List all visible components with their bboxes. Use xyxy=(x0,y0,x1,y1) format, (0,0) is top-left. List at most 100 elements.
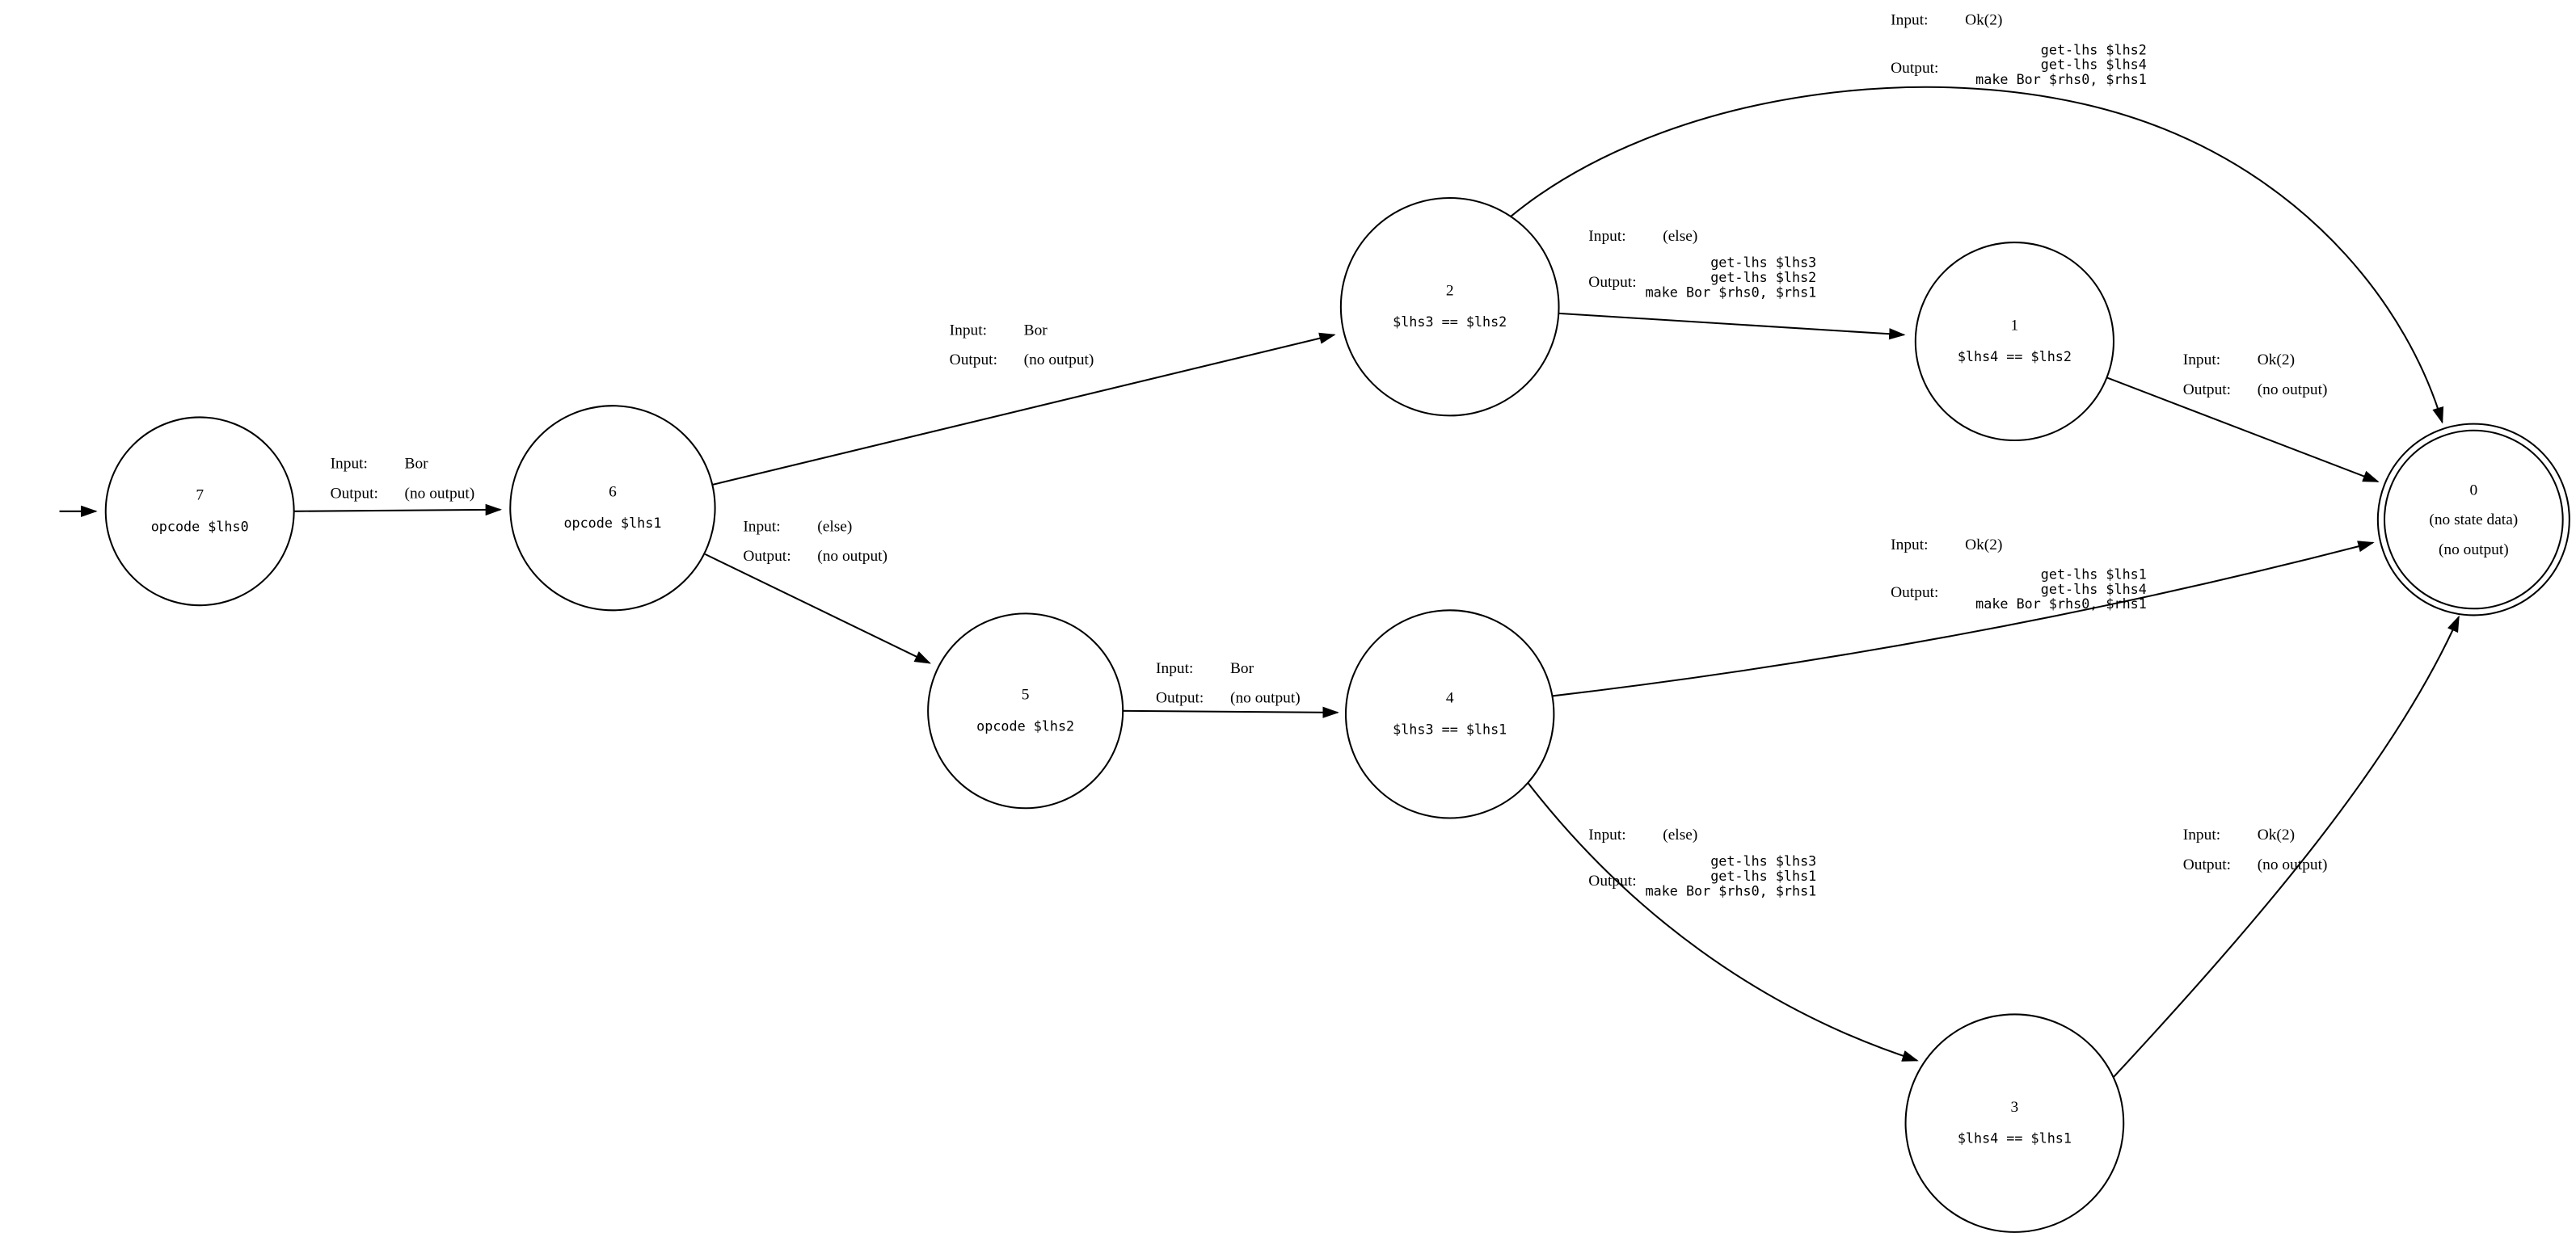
edge-2-0-output-line1: get-lhs $lhs2 xyxy=(2041,41,2147,57)
state-6-id: 6 xyxy=(609,483,617,500)
edge-2-0-input-value: Ok(2) xyxy=(1965,12,2002,29)
state-7-data: opcode $lhs0 xyxy=(151,518,249,534)
edge-2-0-output-label: Output: xyxy=(1891,60,1938,77)
edge-label-6-5: Input: (else) Output: (no output) xyxy=(743,518,887,565)
state-6-data: opcode $lhs1 xyxy=(563,515,661,531)
edge-2-0-output-line2: get-lhs $lhs4 xyxy=(2041,57,2147,73)
state-3-node: 3 $lhs4 == $lhs1 xyxy=(1904,1013,2125,1233)
edge-3-0-input-value: Ok(2) xyxy=(2258,827,2295,844)
edge-3-0-output-label: Output: xyxy=(2183,856,2231,873)
edge-2-1-path xyxy=(1558,312,1906,340)
state-2-circle xyxy=(1339,196,1560,417)
edge-4-0-output-line1: get-lhs $lhs1 xyxy=(2041,566,2147,583)
edge-2-1-input-value: (else) xyxy=(1663,228,1697,245)
edge-2-1-output-label: Output: xyxy=(1588,274,1636,291)
edge-4-0-input-value: Ok(2) xyxy=(1965,536,2002,553)
edge-6-5-input-value: (else) xyxy=(817,518,852,535)
state-7-node: 7 opcode $lhs0 xyxy=(104,416,295,607)
edge-6-5-input-label: Input: xyxy=(743,518,780,535)
state-2-data: $lhs3 == $lhs2 xyxy=(1393,313,1507,330)
edge-4-3-input-label: Input: xyxy=(1588,827,1625,844)
edge-4-3-output-line1: get-lhs $lhs3 xyxy=(1710,853,1816,869)
state-0-data: (no state data) xyxy=(2429,511,2518,528)
state-7-id: 7 xyxy=(196,487,204,504)
edge-6-2-input-label: Input: xyxy=(950,322,987,339)
edge-6-5-output-label: Output: xyxy=(743,548,791,565)
edge-3-0-path xyxy=(2113,615,2460,1078)
edge-2-1-output-line1: get-lhs $lhs3 xyxy=(1710,255,1816,271)
edge-5-4-input-label: Input: xyxy=(1156,660,1193,677)
edge-1-0-input-value: Ok(2) xyxy=(2258,351,2295,368)
state-4-id: 4 xyxy=(1446,690,1454,707)
edge-7-6-output-label: Output: xyxy=(331,485,378,502)
edge-2-1-output-line3: make Bor $rhs0, $rhs1 xyxy=(1646,284,1817,300)
state-5-circle xyxy=(927,612,1124,810)
edge-1-0-output-value: (no output) xyxy=(2258,381,2328,398)
state-5-node: 5 opcode $lhs2 xyxy=(927,612,1124,810)
state-3-circle xyxy=(1904,1013,2125,1233)
edge-label-2-1: Input: (else) Output: get-lhs $lhs3 get-… xyxy=(1588,228,1816,300)
state-3-id: 3 xyxy=(2011,1099,2019,1116)
edge-3-0-output-value: (no output) xyxy=(2258,856,2328,873)
edge-3-0-input-label: Input: xyxy=(2183,827,2220,844)
edge-5-4-input-value: Bor xyxy=(1230,660,1254,677)
edge-label-5-4: Input: Bor Output: (no output) xyxy=(1156,660,1301,707)
edge-7-6-input-label: Input: xyxy=(331,456,368,473)
edge-6-2-input-value: Bor xyxy=(1024,322,1048,339)
edge-2-0-output-line3: make Bor $rhs0, $rhs1 xyxy=(1975,71,2147,87)
state-0-node: 0 (no state data) (no output) xyxy=(2376,423,2570,616)
state-6-circle xyxy=(509,405,716,612)
state-4-data: $lhs3 == $lhs1 xyxy=(1393,721,1507,737)
edge-7-6-path xyxy=(293,503,503,516)
state-5-data: opcode $lhs2 xyxy=(976,717,1074,734)
state-5-id: 5 xyxy=(1022,687,1030,704)
edge-6-5-output-value: (no output) xyxy=(817,548,887,565)
edge-6-2-output-label: Output: xyxy=(950,351,997,368)
edge-4-0-output-line2: get-lhs $lhs4 xyxy=(2041,581,2147,597)
edge-4-0-path xyxy=(1552,541,2375,697)
edge-label-2-0: Input: Ok(2) Output: get-lhs $lhs2 get-l… xyxy=(1891,12,2147,87)
edge-4-3-input-value: (else) xyxy=(1663,827,1697,844)
edge-5-4-output-label: Output: xyxy=(1156,690,1204,707)
state-0-inner-circle xyxy=(2383,429,2564,610)
state-1-node: 1 $lhs4 == $lhs2 xyxy=(1914,242,2114,442)
edge-1-0-path xyxy=(2106,377,2380,483)
state-4-node: 4 $lhs3 == $lhs1 xyxy=(1344,609,1555,819)
state-0-id: 0 xyxy=(2469,482,2477,499)
state-2-id: 2 xyxy=(1446,282,1454,299)
state-3-data: $lhs4 == $lhs1 xyxy=(1958,1130,2072,1147)
edge-label-4-3: Input: (else) Output: get-lhs $lhs3 get-… xyxy=(1588,827,1816,898)
state-6-node: 6 opcode $lhs1 xyxy=(509,405,716,612)
edge-6-2-path xyxy=(711,332,1336,486)
edge-5-4-path xyxy=(1123,706,1339,718)
state-4-circle xyxy=(1344,609,1555,819)
edge-4-0-input-label: Input: xyxy=(1891,536,1928,553)
edges xyxy=(59,86,2460,1078)
edge-label-4-0: Input: Ok(2) Output: get-lhs $lhs1 get-l… xyxy=(1891,536,2147,612)
edge-5-4-output-value: (no output) xyxy=(1230,690,1301,707)
state-1-data: $lhs4 == $lhs2 xyxy=(1958,348,2072,364)
edge-label-3-0: Input: Ok(2) Output: (no output) xyxy=(2183,827,2328,873)
edge-label-1-0: Input: Ok(2) Output: (no output) xyxy=(2183,351,2328,398)
edge-4-3-path xyxy=(1524,779,1919,1062)
edge-7-6-output-value: (no output) xyxy=(405,485,475,502)
state-1-circle xyxy=(1914,242,2114,442)
edge-label-6-2: Input: Bor Output: (no output) xyxy=(950,322,1094,368)
edge-4-0-output-label: Output: xyxy=(1891,584,1938,601)
edge-1-0-output-label: Output: xyxy=(2183,381,2231,398)
edge-4-3-output-line3: make Bor $rhs0, $rhs1 xyxy=(1646,882,1817,898)
edge-4-3-output-line2: get-lhs $lhs1 xyxy=(1710,868,1816,884)
state-7-circle xyxy=(104,416,295,607)
state-0-output: (no output) xyxy=(2439,541,2509,558)
edge-4-3-output-label: Output: xyxy=(1588,873,1636,890)
edge-6-2-output-value: (no output) xyxy=(1024,351,1094,368)
edge-2-0-path xyxy=(1508,86,2444,424)
edge-2-1-output-line2: get-lhs $lhs2 xyxy=(1710,269,1816,285)
edge-2-1-input-label: Input: xyxy=(1588,228,1625,245)
state-2-node: 2 $lhs3 == $lhs2 xyxy=(1339,196,1560,417)
edge-2-0-input-label: Input: xyxy=(1891,12,1928,29)
state-1-id: 1 xyxy=(2011,317,2019,334)
edge-labels: Input: Bor Output: (no output) Input: Bo… xyxy=(331,12,2328,899)
edge-4-0-output-line3: make Bor $rhs0, $rhs1 xyxy=(1975,595,2147,612)
